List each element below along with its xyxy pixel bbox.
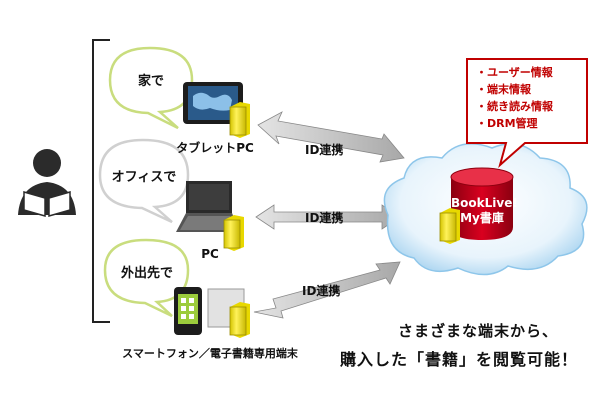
laptop-icon — [176, 181, 240, 232]
book-icon — [229, 102, 250, 138]
id-link-arrow-bottom — [253, 261, 401, 319]
id-link-label-middle: ID連携 — [305, 211, 344, 225]
info-item: 続き読み情報 — [476, 98, 553, 115]
context-label-home: 家で — [137, 74, 164, 89]
id-link-label-top: ID連携 — [305, 143, 344, 157]
database-icon — [450, 167, 514, 240]
database-label: BookLive! My書庫 — [451, 196, 518, 226]
caption-line-1: さまざまな端末から、 — [398, 322, 559, 340]
info-list: ユーザー情報 端末情報 続き読み情報 DRM管理 — [476, 64, 553, 132]
database-label-line2: My書庫 — [460, 211, 504, 225]
caption-line-2: 購入した「書籍」を閲覧可能！ — [340, 350, 579, 369]
device-label-pc: PC — [201, 247, 219, 261]
context-label-office: オフィスで — [111, 170, 177, 185]
id-link-label-bottom: ID連携 — [302, 284, 341, 298]
id-link-arrow-top — [257, 111, 405, 163]
book-icon — [223, 215, 244, 251]
context-label-outside: 外出先で — [120, 266, 173, 281]
speech-bubble-home — [108, 46, 194, 130]
bracket-line — [92, 39, 110, 323]
reader-person-icon — [18, 149, 76, 217]
tablet-icon — [183, 82, 243, 124]
book-icon — [229, 302, 250, 338]
info-item: ユーザー情報 — [476, 64, 553, 81]
book-icon — [439, 208, 460, 244]
database-label-line1: BookLive! — [451, 196, 518, 210]
info-item: 端末情報 — [476, 81, 553, 98]
speech-bubble-office — [98, 138, 190, 224]
smartphone-icon — [174, 287, 245, 335]
info-item: DRM管理 — [476, 115, 553, 132]
device-label-tablet: タブレットPC — [176, 141, 254, 155]
speech-bubble-outside — [103, 238, 190, 318]
device-label-smartphone: スマートフォン／電子書籍専用端末 — [122, 347, 298, 360]
